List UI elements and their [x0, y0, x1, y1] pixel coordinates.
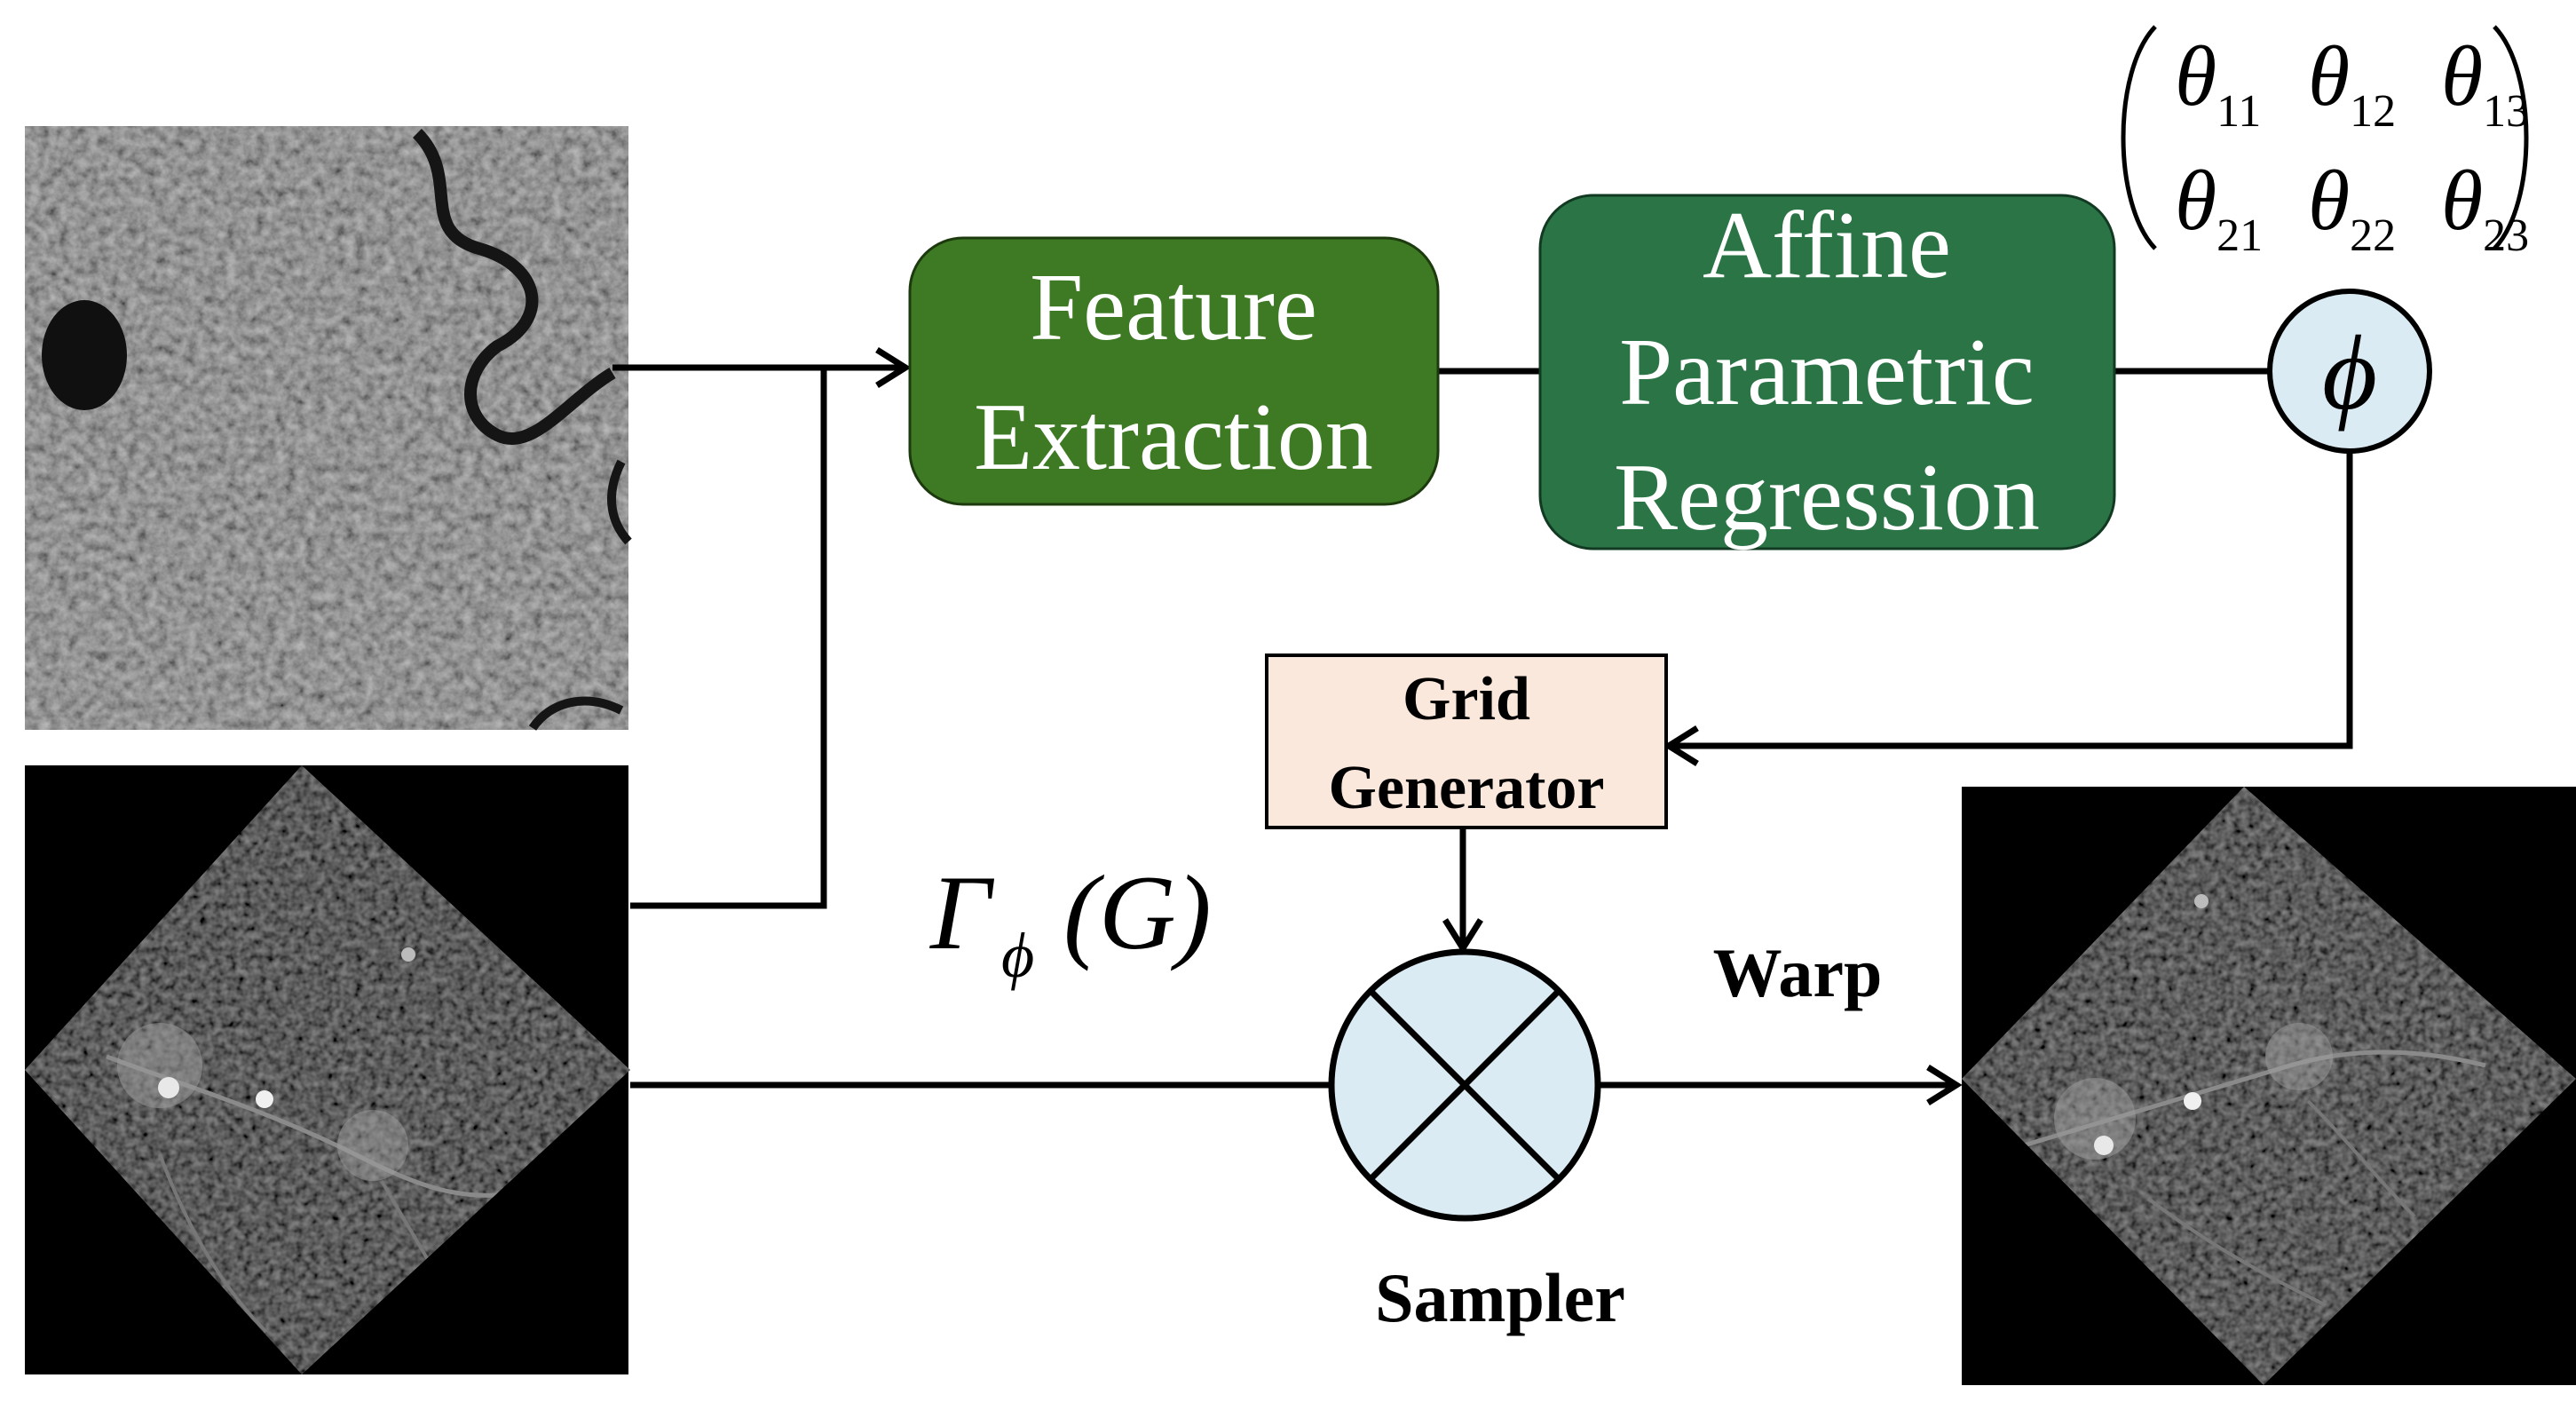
theta-22: θ22: [2308, 153, 2396, 261]
reference-image: [25, 126, 632, 731]
theta-subscript: 13: [2483, 86, 2529, 137]
theta-subscript: 22: [2350, 210, 2396, 261]
sampler-label: Sampler: [1375, 1259, 1625, 1336]
theta-subscript: 12: [2350, 86, 2396, 137]
sampler-node: [1328, 948, 1601, 1222]
grid-generator-box: Grid Generator: [1265, 653, 1668, 829]
warped-image: [1962, 787, 2576, 1385]
phi-to-grid-arrow: [1663, 453, 2353, 766]
theta-symbol: θ: [2175, 28, 2216, 123]
affine-regression-box: Affine Parametric Regression: [1538, 193, 2116, 551]
matrix-left-paren: [2121, 25, 2157, 250]
theta-subscript: 21: [2216, 210, 2263, 261]
sensed-image: [25, 765, 630, 1374]
theta-23: θ23: [2441, 153, 2529, 261]
theta-symbol: θ: [2175, 153, 2216, 248]
affine-regression-line3: Regression: [1614, 445, 2040, 551]
theta-subscript: 11: [2216, 86, 2261, 137]
feature-extraction-line2: Extraction: [974, 384, 1373, 490]
theta-12: θ12: [2308, 28, 2396, 137]
phi-node: ϕ: [2267, 289, 2432, 454]
theta-21: θ21: [2175, 153, 2263, 261]
theta-symbol: θ: [2441, 153, 2483, 248]
grid-generator-line1: Grid: [1403, 665, 1530, 733]
feature-extraction-box: Feature Extraction: [908, 236, 1440, 506]
transform-subscript: ϕ: [1001, 920, 1034, 991]
theta-13: θ13: [2441, 28, 2529, 137]
phi-symbol: ϕ: [2322, 313, 2377, 432]
grid-generator-line2: Generator: [1329, 754, 1605, 822]
warp-label: Warp: [1713, 934, 1883, 1011]
transform-label: Γ ϕ (G): [929, 853, 1212, 991]
theta-subscript: 23: [2483, 210, 2529, 261]
affine-regression-line1: Affine: [1703, 193, 1951, 298]
affine-regression-line2: Parametric: [1619, 320, 2035, 425]
theta-symbol: θ: [2308, 28, 2350, 123]
matrix-right-paren: [2493, 25, 2529, 250]
theta-11: θ11: [2175, 28, 2261, 137]
transform-gamma: Γ: [929, 853, 995, 971]
sensed-to-junction-line: [630, 368, 827, 909]
theta-symbol: θ: [2441, 28, 2483, 123]
transform-argument: (G): [1063, 853, 1212, 971]
sampler-cross-b: [1368, 988, 1561, 1182]
feature-extraction-line1: Feature: [1030, 255, 1317, 360]
connectors: [612, 347, 2353, 1105]
theta-symbol: θ: [2308, 153, 2350, 248]
